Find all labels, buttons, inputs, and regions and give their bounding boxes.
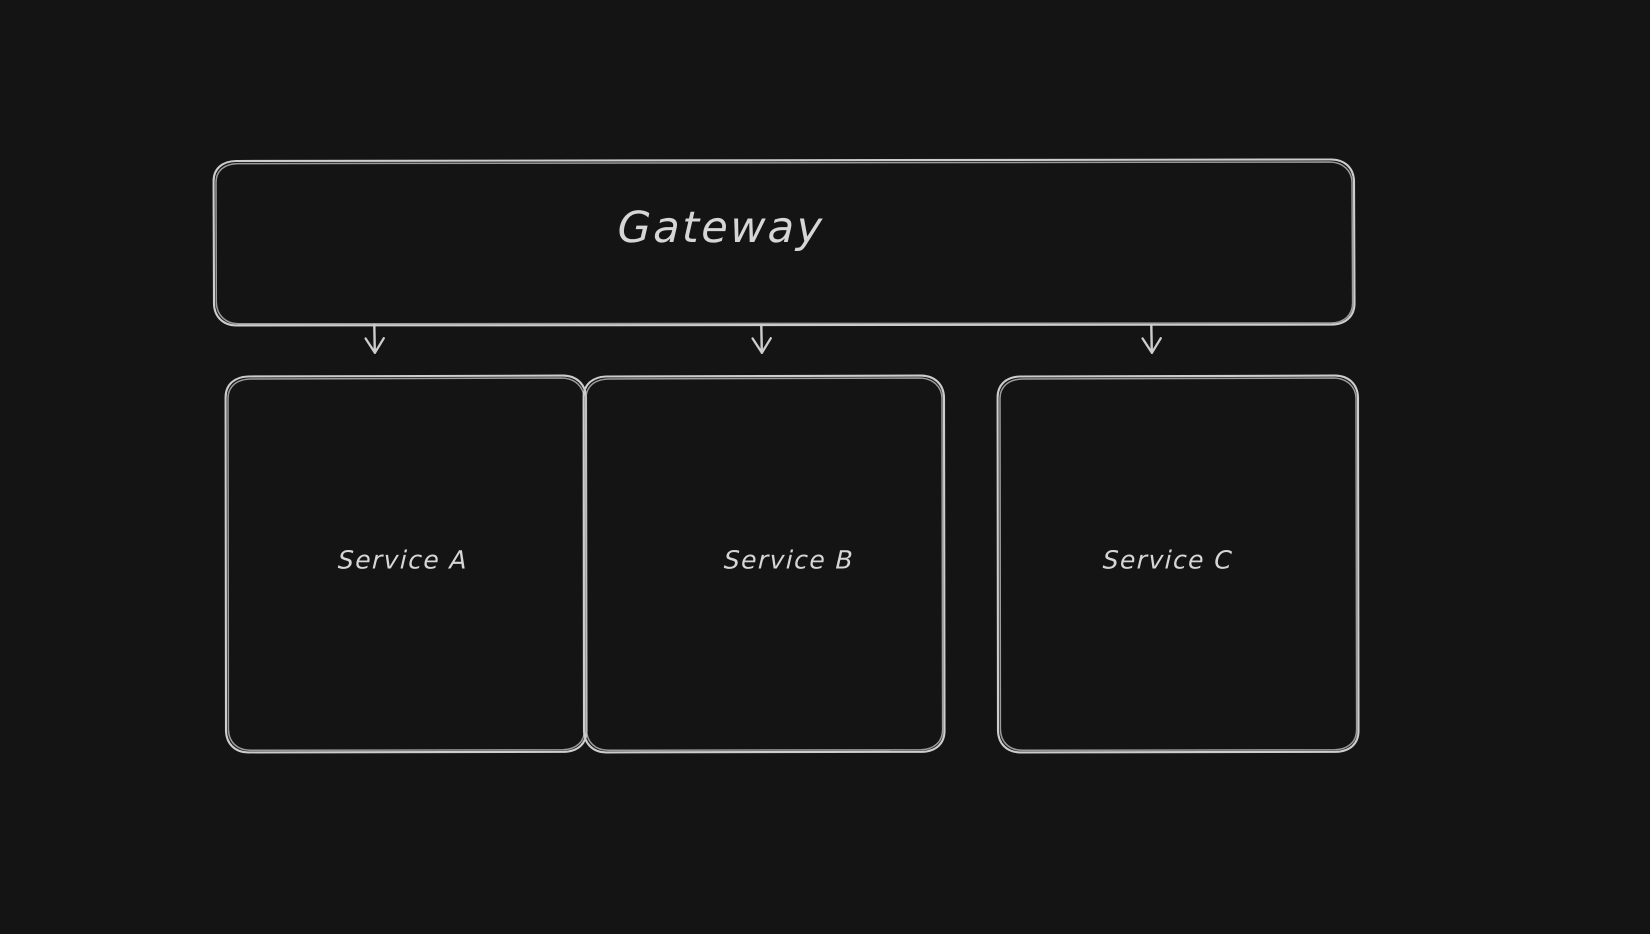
node-gateway-shape[interactable] — [212, 158, 1356, 327]
node-label-service-a: Service A — [337, 545, 469, 575]
node-service-c-shape[interactable] — [996, 374, 1360, 754]
node-label-service-c: Service C — [1102, 545, 1234, 575]
node-service-b-shape[interactable] — [582, 374, 946, 754]
node-label-service-b: Service B — [723, 545, 855, 575]
node-service-a-shape[interactable] — [224, 374, 588, 754]
edge-gateway-service-b[interactable] — [751, 323, 772, 354]
edge-gateway-service-a[interactable] — [364, 323, 385, 354]
edge-gateway-service-c[interactable] — [1141, 323, 1162, 354]
node-label-gateway: Gateway — [616, 203, 826, 253]
